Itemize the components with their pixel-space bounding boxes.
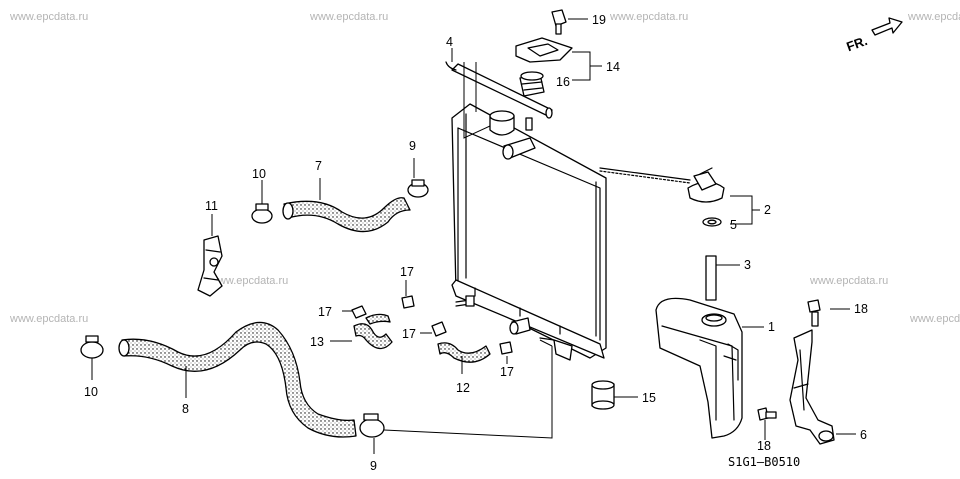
callout-12: 12 <box>456 381 470 395</box>
lower-radiator-hose <box>121 321 357 438</box>
radiator-cap-parts <box>515 9 573 97</box>
leader-lines <box>91 18 856 454</box>
mount-rubber-15 <box>591 380 615 410</box>
callout-18-upper: 18 <box>854 302 868 316</box>
callout-9-upper: 9 <box>409 139 416 153</box>
callout-17-d: 17 <box>500 365 514 379</box>
callout-5: 5 <box>730 218 737 232</box>
hose-clip-11 <box>197 235 223 297</box>
atf-hose-13b <box>365 313 391 325</box>
reserve-tank-cap <box>687 167 725 301</box>
hose-clamps-upper <box>251 179 429 224</box>
atf-hose-12 <box>437 342 491 363</box>
callout-18-lower: 18 <box>757 439 771 453</box>
upper-radiator-hose <box>283 197 411 233</box>
callout-8: 8 <box>182 402 189 416</box>
watermark-7: www.epcdata.ru <box>809 275 888 287</box>
callout-3: 3 <box>744 258 751 272</box>
callout-1: 1 <box>768 320 775 334</box>
front-direction-indicator: FR. <box>844 17 903 54</box>
watermark-5: www.epcdata.ru <box>209 275 288 287</box>
callout-15: 15 <box>642 391 656 405</box>
callout-17-b: 17 <box>318 305 332 319</box>
bolts-18 <box>757 299 821 421</box>
reserve-tank <box>655 297 743 439</box>
callout-14: 14 <box>606 60 620 74</box>
callout-13: 13 <box>310 335 324 349</box>
callout-9-lower: 9 <box>370 459 377 473</box>
watermark-9: www.epcdata.ru <box>909 313 960 325</box>
upper-hose-end <box>282 202 294 220</box>
watermark-4: www.epcdata.ru <box>907 11 960 23</box>
watermark-3: www.epcdata.ru <box>609 11 688 23</box>
callout-10-upper: 10 <box>252 167 266 181</box>
tank-stay-bracket <box>789 329 835 445</box>
callout-19: 19 <box>592 13 606 27</box>
watermark-2: www.epcdata.ru <box>309 11 388 23</box>
diagram-code: S1G1—B0510 <box>728 455 800 469</box>
overflow-tube <box>445 61 691 184</box>
callout-7: 7 <box>315 159 322 173</box>
watermark-8: www.epcdata.ru <box>9 313 88 325</box>
callout-11: 11 <box>205 199 218 213</box>
front-label: FR. <box>844 33 869 54</box>
callout-10-lower: 10 <box>84 385 98 399</box>
atf-hose-13 <box>353 323 393 350</box>
callout-17-a: 17 <box>400 265 414 279</box>
watermark-layer: www.epcdata.ru www.epcdata.ru www.epcdat… <box>9 11 960 325</box>
radiator-assembly <box>451 103 607 361</box>
callout-17-c: 17 <box>402 327 416 341</box>
hose-clips-17 <box>351 295 513 355</box>
front-arrow-icon <box>871 17 903 36</box>
callout-4: 4 <box>446 35 453 49</box>
hose-clamps-lower <box>80 335 385 438</box>
lower-hose-end <box>118 339 130 357</box>
callout-labels: 19 14 16 4 2 5 3 1 18 6 18 15 7 9 10 11 … <box>84 13 868 473</box>
callout-16: 16 <box>556 75 570 89</box>
watermark-1: www.epcdata.ru <box>9 11 88 23</box>
callout-2: 2 <box>764 203 771 217</box>
callout-6: 6 <box>860 428 867 442</box>
